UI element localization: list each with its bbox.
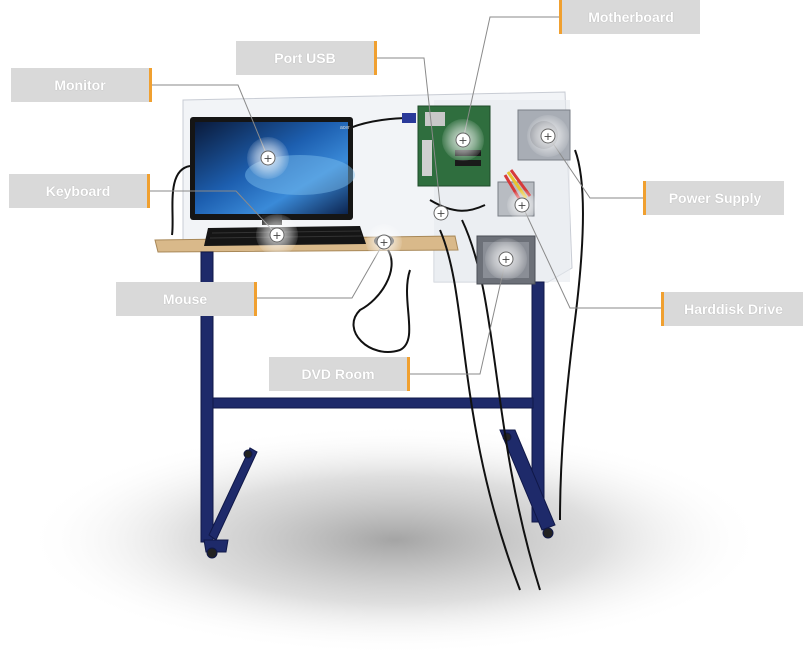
plus-circle-icon: + (272, 229, 281, 242)
stand-frame (200, 251, 556, 559)
label-mouse[interactable]: Mouse (116, 282, 257, 316)
usb-port-connector (402, 113, 416, 123)
floor-shadow (25, 425, 765, 655)
label-keyboard[interactable]: Keyboard (9, 174, 150, 208)
label-power-supply[interactable]: Power Supply (643, 181, 784, 215)
plus-circle-icon: + (501, 253, 510, 266)
plus-circle-icon: + (517, 199, 526, 212)
monitor-brand-text: acer (340, 125, 350, 131)
plus-circle-icon: + (263, 152, 272, 165)
plus-circle-icon: + (379, 236, 388, 249)
hotspot-harddisk-drive[interactable]: + (507, 190, 537, 220)
cables (171, 117, 584, 591)
hotspot-keyboard[interactable]: + (256, 214, 298, 256)
plus-circle-icon: + (436, 207, 445, 220)
label-harddisk-drive[interactable]: Harddisk Drive (661, 292, 803, 326)
hotspot-motherboard[interactable]: + (442, 119, 484, 161)
hotspot-mouse[interactable]: + (366, 224, 402, 260)
plus-circle-icon: + (543, 130, 552, 143)
plus-circle-icon: + (458, 134, 467, 147)
label-port-usb[interactable]: Port USB (236, 41, 377, 75)
hotspot-port-usb[interactable]: + (433, 205, 449, 221)
hotspot-power-supply[interactable]: + (527, 115, 569, 157)
label-dvd-room[interactable]: DVD Room (269, 357, 410, 391)
hotspot-monitor[interactable]: + (247, 137, 289, 179)
label-motherboard[interactable]: Motherboard (559, 0, 700, 34)
hotspot-dvd-room[interactable]: + (485, 238, 527, 280)
label-monitor[interactable]: Monitor (11, 68, 152, 102)
